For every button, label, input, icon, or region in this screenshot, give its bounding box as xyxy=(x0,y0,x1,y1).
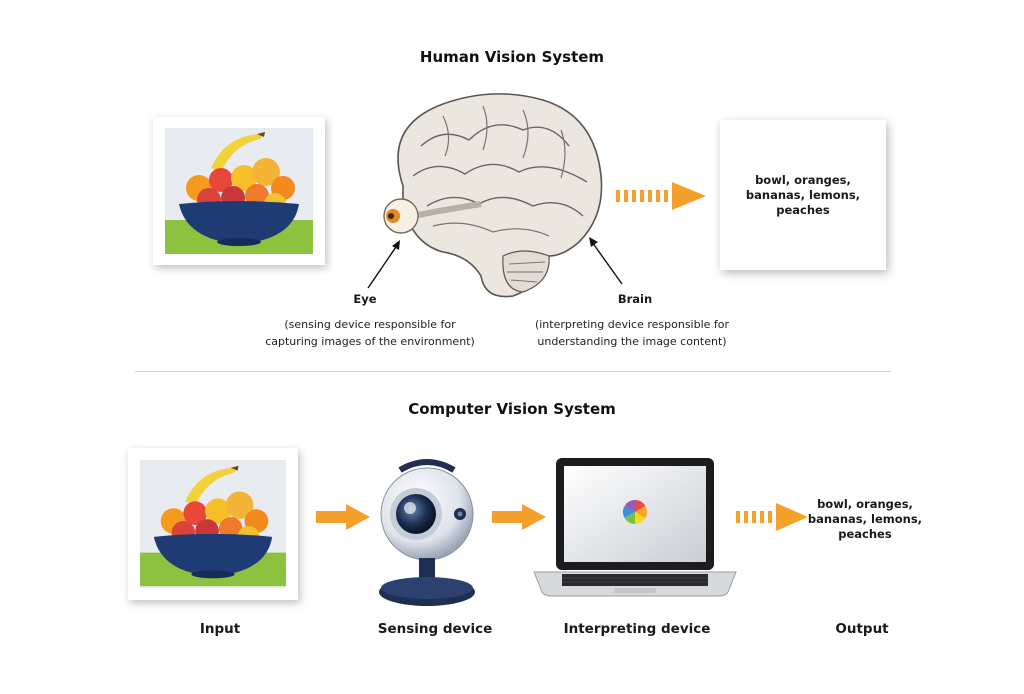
computer-output-line-3: peaches xyxy=(838,527,892,541)
dashed-arrow-computer-output xyxy=(736,503,808,531)
human-output-line-1: bowl, oranges, xyxy=(755,172,851,187)
caption-sensing-device: Sensing device xyxy=(377,621,493,637)
fruit-bowl-photo-human xyxy=(153,117,325,265)
section-divider xyxy=(135,371,891,372)
computer-output-line-2: bananas, lemons, xyxy=(807,512,923,526)
eye-label: Eye xyxy=(353,292,377,306)
brain-label: Brain xyxy=(617,292,653,306)
arrow-sensing-to-interpreting xyxy=(492,504,546,530)
computer-vision-title: Computer Vision System xyxy=(408,400,616,418)
eye-description: (sensing device responsible for capturin… xyxy=(250,316,490,350)
brain-illustration xyxy=(383,93,603,298)
brain-description-line-2: understanding the image content) xyxy=(537,335,727,348)
brain-description-line-1: (interpreting device responsible for xyxy=(534,318,730,331)
eye-pointer-arrow xyxy=(367,240,400,289)
computer-output-text: bowl, oranges, bananas, lemons, peaches xyxy=(800,497,930,542)
dashed-arrow-human-output xyxy=(616,182,706,210)
fruit-bowl-image-input xyxy=(140,461,286,587)
eye-description-line-2: capturing images of the environment) xyxy=(265,335,475,348)
caption-output: Output xyxy=(835,621,889,637)
caption-input: Input xyxy=(199,621,241,637)
human-output-line-3: peaches xyxy=(776,202,830,217)
human-output-line-2: bananas, lemons, xyxy=(745,187,861,202)
human-vision-title: Human Vision System xyxy=(419,48,605,66)
fruit-bowl-photo-input xyxy=(128,448,298,600)
caption-interpreting-device: Interpreting device xyxy=(563,621,711,637)
human-output-card: bowl, oranges, bananas, lemons, peaches xyxy=(720,120,886,270)
eye-description-line-1: (sensing device responsible for xyxy=(284,318,456,331)
brain-description: (interpreting device responsible for und… xyxy=(512,316,752,350)
arrow-input-to-sensing xyxy=(316,504,370,530)
brain-pointer-arrow xyxy=(589,237,623,285)
webcam-illustration xyxy=(379,459,475,606)
fruit-bowl-image xyxy=(165,128,313,254)
computer-output-line-1: bowl, oranges, xyxy=(817,497,913,511)
laptop-illustration xyxy=(533,458,737,597)
